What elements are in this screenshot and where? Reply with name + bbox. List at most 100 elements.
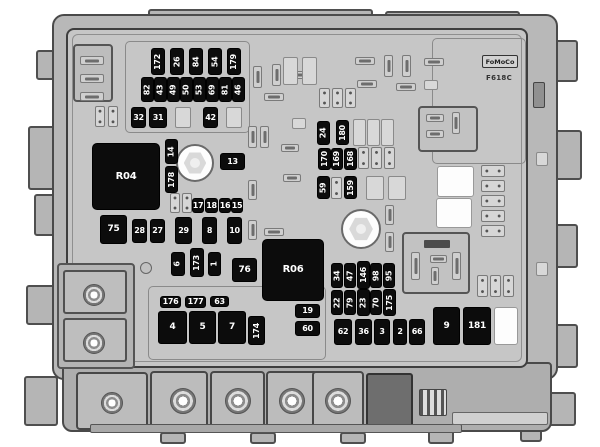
fuse-31: 31 bbox=[149, 107, 167, 128]
fuse-slot bbox=[481, 210, 505, 222]
empty-socket bbox=[357, 80, 377, 88]
fuse-159: 159 bbox=[344, 176, 357, 199]
fuse-168: 168 bbox=[344, 148, 357, 170]
empty-socket bbox=[272, 64, 281, 86]
relay-R04: R04 bbox=[92, 143, 160, 210]
empty-socket bbox=[264, 228, 284, 236]
fuse-16: 16 bbox=[219, 198, 231, 213]
molded-wall bbox=[148, 286, 326, 360]
relay-R06: R06 bbox=[262, 239, 324, 301]
fuse-63: 63 bbox=[210, 296, 229, 307]
bottom-right-bar bbox=[452, 412, 548, 425]
fuse-27: 27 bbox=[150, 219, 165, 243]
empty-socket bbox=[384, 55, 393, 77]
relay-socket-slot bbox=[426, 114, 444, 122]
mini-fuse-socket bbox=[331, 177, 342, 199]
fuse-5: 5 bbox=[189, 311, 216, 344]
mini-fuse-socket bbox=[345, 88, 356, 108]
fuse-69: 69 bbox=[206, 77, 219, 102]
fuse-slot bbox=[481, 195, 505, 207]
mini-fuse-socket bbox=[95, 106, 105, 127]
fuse-146: 146 bbox=[357, 261, 370, 289]
empty-socket bbox=[396, 83, 416, 91]
empty-slot bbox=[436, 198, 472, 228]
empty-socket bbox=[281, 144, 299, 152]
mini-fuse-socket bbox=[319, 88, 330, 108]
mini-fuse-socket bbox=[182, 193, 192, 213]
empty-socket bbox=[424, 58, 444, 66]
fuse-180: 180 bbox=[336, 120, 349, 145]
relay-socket-slot bbox=[431, 267, 439, 285]
terminal-bolt bbox=[83, 332, 105, 354]
empty-fuse-slot bbox=[367, 119, 380, 146]
empty-socket bbox=[253, 66, 262, 88]
fuse-slot bbox=[481, 165, 505, 177]
fuse-2: 2 bbox=[393, 319, 407, 345]
fuse-178: 178 bbox=[165, 166, 178, 193]
fomoco-badge: FoMoCo bbox=[482, 55, 518, 68]
connector-bolt bbox=[225, 388, 251, 414]
fuse-82: 82 bbox=[141, 77, 154, 102]
hex-nut bbox=[183, 152, 207, 174]
fuse-42: 42 bbox=[203, 107, 218, 128]
fuse-29: 29 bbox=[175, 217, 192, 244]
mini-fuse-socket bbox=[384, 147, 395, 169]
empty-socket bbox=[385, 232, 394, 252]
connector-bolt bbox=[170, 388, 196, 414]
mini-fuse-socket bbox=[332, 88, 343, 108]
fuse-175: 175 bbox=[383, 289, 396, 316]
empty-socket bbox=[264, 93, 284, 101]
fuse-22: 22 bbox=[331, 290, 343, 315]
fuse-181: 181 bbox=[463, 307, 491, 345]
fuse-177: 177 bbox=[185, 296, 206, 308]
fuse-26: 26 bbox=[170, 48, 184, 75]
fuse-24: 24 bbox=[317, 121, 330, 145]
fuse-172: 172 bbox=[151, 48, 165, 75]
connector-bolt bbox=[325, 388, 351, 414]
case-clip bbox=[533, 82, 545, 108]
case-foot bbox=[250, 432, 276, 444]
relay-socket-slot bbox=[411, 252, 420, 280]
fuse-79: 79 bbox=[344, 290, 356, 315]
empty-socket bbox=[260, 126, 269, 148]
empty-socket bbox=[283, 174, 301, 182]
fuse-10: 10 bbox=[227, 217, 242, 244]
fuse-60: 60 bbox=[295, 321, 320, 336]
fuse-76: 76 bbox=[232, 258, 257, 282]
connector-slot bbox=[80, 56, 104, 65]
mini-fuse-socket bbox=[503, 275, 514, 297]
fuse-95: 95 bbox=[383, 263, 395, 288]
empty-socket bbox=[248, 220, 257, 240]
fuse-75: 75 bbox=[100, 215, 127, 244]
fuse-62: 62 bbox=[334, 319, 352, 345]
stud-bolt bbox=[341, 209, 381, 249]
fuse-19: 19 bbox=[295, 304, 320, 318]
bottom-rail bbox=[90, 424, 462, 433]
connector-bolt bbox=[279, 388, 305, 414]
hex-nut bbox=[349, 217, 373, 241]
part-code: F618C bbox=[486, 74, 513, 82]
molded-wall bbox=[125, 41, 250, 133]
case-tab bbox=[24, 376, 58, 426]
fuse-53: 53 bbox=[193, 77, 206, 102]
fuse-46: 46 bbox=[232, 77, 245, 102]
empty-socket bbox=[424, 80, 438, 90]
fuse-9: 9 bbox=[433, 307, 460, 345]
fomoco-subpanel bbox=[432, 38, 526, 164]
empty-socket bbox=[402, 55, 411, 77]
mini-fuse-socket bbox=[358, 147, 369, 169]
fuse-47: 47 bbox=[344, 263, 356, 288]
fuse-34: 34 bbox=[331, 263, 343, 288]
fuse-6: 6 bbox=[171, 252, 185, 276]
fuse-43: 43 bbox=[154, 77, 167, 102]
fuse-panel-rim bbox=[72, 34, 522, 362]
mini-fuse-socket bbox=[371, 147, 382, 169]
connector-slot bbox=[80, 92, 104, 101]
fuse-50: 50 bbox=[180, 77, 193, 102]
fuse-66: 66 bbox=[409, 319, 425, 345]
empty-socket bbox=[355, 57, 375, 65]
relay-socket-slot bbox=[430, 255, 447, 263]
fuse-98: 98 bbox=[370, 263, 382, 288]
empty-fuse-slot bbox=[353, 119, 366, 146]
